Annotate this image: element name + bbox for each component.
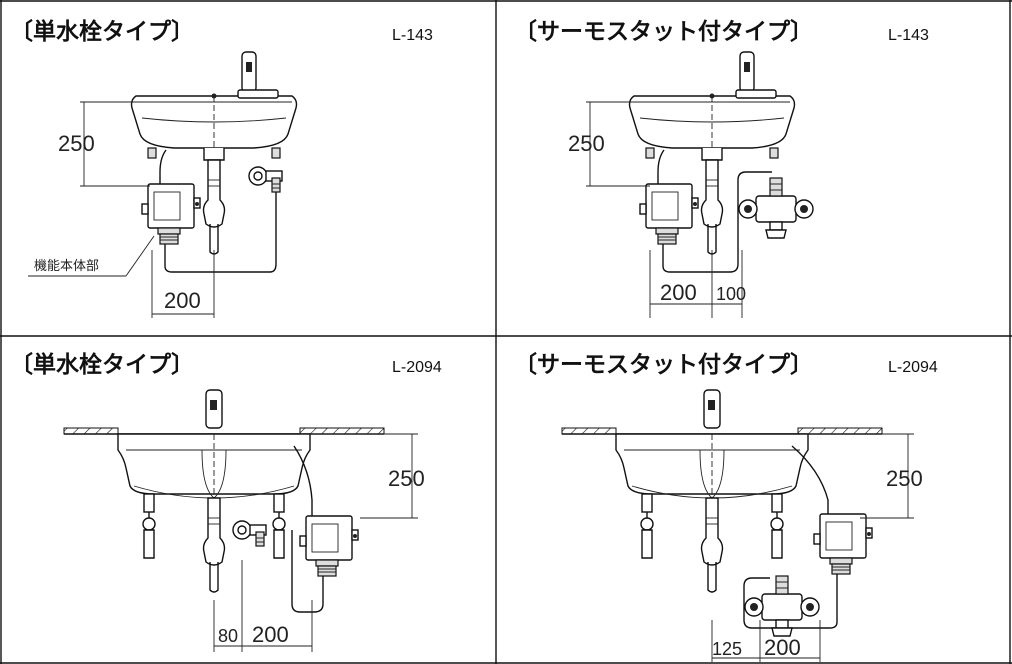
label-function-unit: 機能本体部 <box>34 259 99 274</box>
dimension-125: 125 <box>712 639 742 659</box>
model-number: L-2094 <box>888 359 938 376</box>
dimension-80: 80 <box>218 626 238 646</box>
panel-title: 〔単水栓タイプ〕 <box>10 351 194 378</box>
dimension-250: 250 <box>58 131 95 156</box>
dimension-250: 250 <box>886 466 923 491</box>
dimension-250: 250 <box>388 466 425 491</box>
panel-thermostat-l2094: 〔サーモスタット付タイプ〕 L-2094 250 125 200 <box>514 351 938 662</box>
dimension-200: 200 <box>764 635 801 660</box>
panel-thermostat-l143: 〔サーモスタット付タイプ〕 L-143 250 200 100 <box>514 18 929 318</box>
panel-title: 〔サーモスタット付タイプ〕 <box>514 18 813 45</box>
model-number: L-2094 <box>392 359 442 376</box>
dimension-200: 200 <box>660 280 697 305</box>
dimension-100: 100 <box>716 284 746 304</box>
panel-single-faucet-l2094: 〔単水栓タイプ〕 L-2094 250 80 200 <box>10 351 442 652</box>
panel-title: 〔単水栓タイプ〕 <box>10 18 194 45</box>
model-number: L-143 <box>392 27 433 44</box>
dimension-200: 200 <box>252 622 289 647</box>
panel-single-faucet-l143: 〔単水栓タイプ〕 L-143 250 200 機能本体部 <box>10 18 433 318</box>
dimension-200: 200 <box>164 288 201 313</box>
dimension-250: 250 <box>568 131 605 156</box>
model-number: L-143 <box>888 27 929 44</box>
panel-title: 〔サーモスタット付タイプ〕 <box>514 351 813 378</box>
